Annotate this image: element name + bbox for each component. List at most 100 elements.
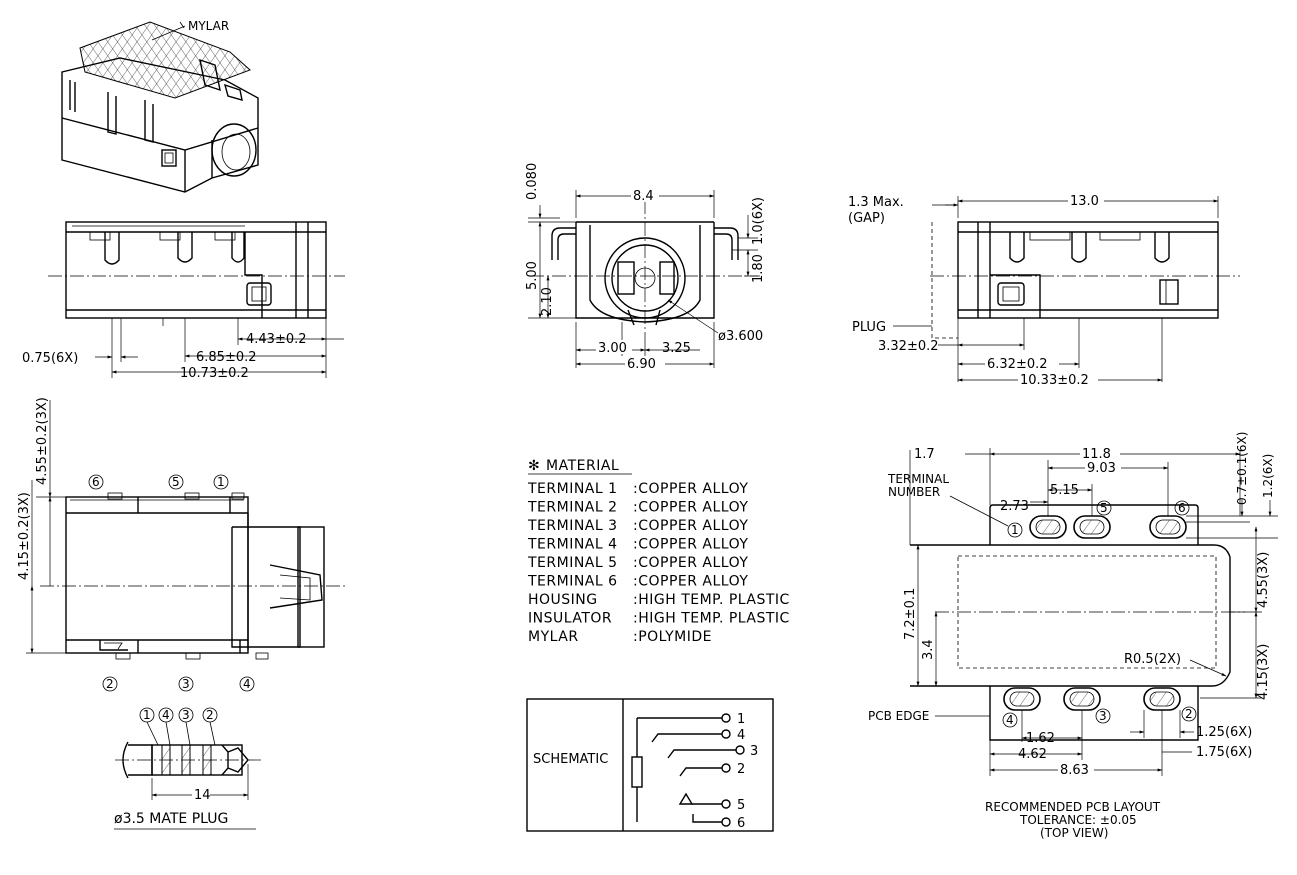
schematic-pin-4: 4 xyxy=(737,728,745,743)
svg-text:3: 3 xyxy=(182,708,190,722)
dim-gap-2: (GAP) xyxy=(848,211,885,226)
front-view: 8.4 0.080 5.00 2.10 1.0(6X) 1.80 ø3.600 … xyxy=(525,163,766,372)
pcb-caption-1: RECOMMENDED PCB LAYOUT xyxy=(985,800,1161,814)
material-row: TERMINAL 4 :COPPER ALLOY xyxy=(527,537,748,553)
material-row: TERMINAL 6:COPPER ALLOY xyxy=(527,574,748,590)
svg-text:2: 2 xyxy=(206,708,214,722)
dim-72: 7.2±0.1 xyxy=(903,588,918,640)
dim-pitch-left: 0.75(6X) xyxy=(22,351,78,366)
material-value: :COPPER ALLOY xyxy=(633,500,748,516)
dim-130: 13.0 xyxy=(1070,194,1099,209)
dim-118: 11.8 xyxy=(1082,447,1111,462)
top-terminal-3: 3 xyxy=(178,676,194,692)
dim-903: 9.03 xyxy=(1087,461,1116,476)
dim-0080: 0.080 xyxy=(525,163,540,200)
dim-slot-w: 1.2(6X) xyxy=(1261,454,1275,498)
material-part: TERMINAL 6 xyxy=(527,574,618,590)
material-row: TERMINAL 2 :COPPER ALLOY xyxy=(527,500,748,516)
material-part: TERMINAL 4 xyxy=(527,537,618,553)
side-view-left: 0.75(6X) 4.43±0.2 6.85±0.2 10.73±0.2 xyxy=(22,221,345,381)
plug-ring-2: 2 xyxy=(202,707,218,723)
pcb-label-5: 5 xyxy=(1096,500,1112,516)
top-terminal-4: 4 xyxy=(239,676,255,692)
material-value: :COPPER ALLOY xyxy=(633,537,748,553)
svg-text:3: 3 xyxy=(182,677,190,691)
plug-ring-4: 4 xyxy=(158,707,174,723)
svg-text:3: 3 xyxy=(1099,709,1107,723)
dim-415-3x: 4.15±0.2(3X) xyxy=(17,492,32,580)
pcb-label-4: 4 xyxy=(1002,712,1018,728)
top-terminal-2: 2 xyxy=(102,676,118,692)
dim-415: 4.15(3X) xyxy=(1256,644,1271,700)
top-terminal-6: 6 xyxy=(88,474,104,490)
plug-length: 14 xyxy=(194,788,211,803)
schematic-box: SCHEMATIC 1 4 3 2 5 6 xyxy=(526,698,774,832)
dim-863: 8.63 xyxy=(1060,763,1089,778)
pcb-pad-2 xyxy=(1143,687,1181,711)
material-value: :HIGH TEMP. PLASTIC xyxy=(633,611,790,627)
dim-500: 5.00 xyxy=(525,261,540,290)
dim-125: 1.25(6X) xyxy=(1196,725,1252,740)
top-view: 6 5 1 2 3 4 4.55±0.2(3X) 4.15±0.2(3X) xyxy=(17,397,345,692)
schematic-pin-1: 1 xyxy=(737,712,745,727)
dim-332: 3.32±0.2 xyxy=(878,339,939,354)
dim-273: 2.73 xyxy=(1000,499,1029,514)
material-row: TERMINAL 1 :COPPER ALLOY xyxy=(527,481,748,497)
svg-text:4: 4 xyxy=(243,677,251,691)
pcb-pad-1 xyxy=(1029,515,1067,539)
dim-1033: 10.33±0.2 xyxy=(1020,373,1089,388)
top-terminal-1: 1 xyxy=(213,474,229,490)
pcb-caption-2: TOLERANCE: ±0.05 xyxy=(1019,813,1137,827)
schematic-label: SCHEMATIC xyxy=(533,752,608,767)
svg-text:6: 6 xyxy=(1178,501,1186,515)
material-part: TERMINAL 5 xyxy=(527,555,618,571)
material-value: :HIGH TEMP. PLASTIC xyxy=(633,592,790,608)
material-row: HOUSING :HIGH TEMP. PLASTIC xyxy=(528,592,790,608)
material-part: INSULATOR xyxy=(528,611,612,627)
dim-pin-width: 1.0(6X) xyxy=(751,197,766,245)
dim-180: 1.80 xyxy=(751,254,766,283)
dim-515: 5.15 xyxy=(1050,483,1079,498)
svg-text:1: 1 xyxy=(217,475,225,489)
svg-text:2: 2 xyxy=(1185,707,1193,721)
dim-175: 1.75(6X) xyxy=(1196,745,1252,760)
side-view-right: 1.3 Max. (GAP) 13.0 PLUG 3.32±0.2 6.32±0… xyxy=(848,193,1240,388)
svg-text:2: 2 xyxy=(106,677,114,691)
svg-text:5: 5 xyxy=(172,475,180,489)
dim-632: 6.32±0.2 xyxy=(987,357,1048,372)
dim-455-3x: 4.55±0.2(3X) xyxy=(35,397,50,485)
isometric-view: MYLAR xyxy=(61,19,259,193)
material-star: ✻ xyxy=(528,458,540,474)
pcb-pad-4 xyxy=(1003,687,1041,711)
material-part: TERMINAL 3 xyxy=(527,518,618,534)
plug-ring-1: 1 xyxy=(139,707,155,723)
plug-label: PLUG xyxy=(852,320,886,335)
material-part: MYLAR xyxy=(528,629,579,645)
pcb-pad-6 xyxy=(1149,515,1187,539)
schematic-pin-3: 3 xyxy=(750,744,758,759)
material-part: HOUSING xyxy=(528,592,598,608)
svg-text:5: 5 xyxy=(1100,501,1108,515)
dim-slot: 0.7±0.1(6X) xyxy=(1235,432,1249,505)
dim-455: 4.55(3X) xyxy=(1256,552,1271,608)
terminal-number-2: NUMBER xyxy=(888,485,940,499)
pcb-edge-label: PCB EDGE xyxy=(868,709,929,723)
dim-bore: ø3.600 xyxy=(718,329,763,344)
material-value: :COPPER ALLOY xyxy=(633,481,748,497)
svg-text:1: 1 xyxy=(143,708,151,722)
svg-text:1: 1 xyxy=(1011,523,1019,537)
dim-162: 1.62 xyxy=(1026,731,1055,746)
material-part: TERMINAL 1 xyxy=(527,481,618,497)
schematic-pin-2: 2 xyxy=(737,762,745,777)
dim-690: 6.90 xyxy=(627,357,656,372)
dim-gap-1: 1.3 Max. xyxy=(848,195,904,210)
mate-plug: 1 4 3 2 14 ø3.5 MATE PLUG xyxy=(114,707,262,830)
dim-462: 4.62 xyxy=(1018,747,1047,762)
plug-ring-3: 3 xyxy=(178,707,194,723)
material-part: TERMINAL 2 xyxy=(527,500,618,516)
pcb-label-1: 1 xyxy=(1007,522,1023,538)
svg-text:4: 4 xyxy=(1006,713,1014,727)
dim-300: 3.00 xyxy=(598,341,627,356)
dim-685: 6.85±0.2 xyxy=(196,350,257,365)
